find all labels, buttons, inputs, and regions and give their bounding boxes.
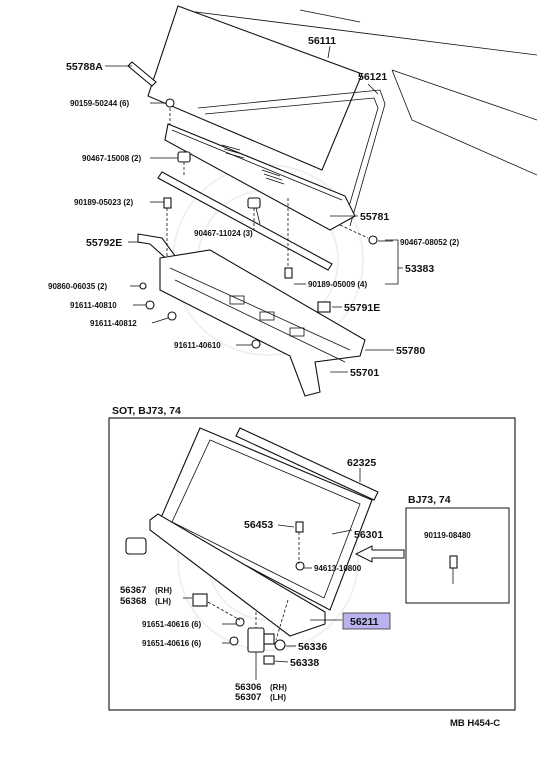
leaders-upper [105,45,394,373]
bolt-91611-40810[interactable] [145,300,155,310]
inset-frame [108,417,516,711]
callout-55792E: 55792E [86,237,122,249]
callout-56306: 56306 [235,682,261,693]
callout-90860: 90860-06035 (2) [48,282,107,291]
callout-90119: 90119-08480 [424,531,471,540]
cab-outline [179,9,537,176]
callout-90159: 90159-50244 (6) [70,99,129,108]
bush-56336[interactable] [274,639,286,651]
arrow-to-sub-inset [354,545,405,563]
callout-55791E: 55791E [344,302,380,314]
callout-56211: 56211 [350,616,379,628]
stopper[interactable] [263,633,275,645]
footer-code: MB H454-C [450,718,500,729]
screw-90189-05023[interactable] [163,197,172,209]
clip-90467-08052[interactable] [368,235,378,245]
callout-56367: 56367 [120,585,146,596]
cowl-seal-strip[interactable] [157,171,333,271]
sub-inset-title: BJ73, 74 [408,494,451,506]
callout-56301: 56301 [354,529,383,541]
callout-55701: 55701 [350,367,379,379]
bolt-56453[interactable] [295,521,304,533]
sub-inset-frame [405,507,510,604]
weatherstrip-62325[interactable] [235,427,379,501]
callout-56307-side: (LH) [270,693,286,702]
bracket-55791E[interactable] [317,301,331,313]
nut-90860[interactable] [139,282,147,290]
callout-90467-11024: 90467-11024 (3) [194,229,253,238]
callout-labels: 56111 55788A 56121 90159-50244 (6) 90467… [48,35,500,729]
inset-title: SOT, BJ73, 74 [112,405,181,417]
callout-90467-08052: 90467-08052 (2) [400,238,459,247]
screw-90189-05009[interactable] [284,267,293,279]
callout-62325: 62325 [347,457,376,469]
washer-94613[interactable] [295,561,305,571]
callout-90189-05023: 90189-05023 (2) [74,198,133,207]
frame-56211[interactable] [149,513,326,637]
callout-55788A: 55788A [66,61,103,73]
bolt-90119[interactable] [449,555,458,584]
hinge-56306[interactable] [247,627,265,653]
callout-91611-40610: 91611-40610 [174,341,221,350]
callout-56453: 56453 [244,519,273,531]
clip-90159[interactable] [165,98,175,108]
bracket-53383 [385,239,403,285]
callout-91651-b: 91651-40616 (6) [142,639,201,648]
inset-glass[interactable] [159,427,373,611]
lock-part[interactable] [125,537,147,555]
bolt-91651-b[interactable] [229,636,239,646]
bolt-91611-40610[interactable] [251,339,261,349]
callout-56368: 56368 [120,596,146,607]
callout-56368-side: (LH) [155,597,171,606]
clip-90467-11024[interactable] [247,197,261,209]
seal-strip-55788A[interactable] [127,61,157,87]
callout-55780: 55780 [396,345,425,357]
windshield-glass[interactable] [147,5,363,171]
callout-56367-side: (RH) [155,586,172,595]
cowl-panel[interactable] [159,249,366,397]
bolt-91651-a[interactable] [235,617,245,627]
callout-91611-40812: 91611-40812 [90,319,137,328]
callout-56111: 56111 [308,35,336,47]
windshield-weatherstrip[interactable] [197,89,386,227]
leaders-inset [183,468,361,680]
callout-94613: 94613-10800 [314,564,362,573]
callout-90467-15008: 90467-15008 (2) [82,154,141,163]
assembly-lines-inset [207,532,300,641]
callout-56306-side: (RH) [270,683,287,692]
assembly-lines-upper [166,108,369,268]
callout-91651-a: 91651-40616 (6) [142,620,201,629]
callout-56307: 56307 [235,692,261,703]
callout-53383: 53383 [405,263,434,275]
callout-56338: 56338 [290,657,319,669]
hinge-56367[interactable] [192,593,208,607]
cowl-top-panel[interactable] [164,123,356,231]
callout-91611-40810: 91611-40810 [70,301,117,310]
callout-56121: 56121 [358,71,387,83]
highlight-56211[interactable] [342,612,391,630]
clip-90467-15008[interactable] [177,151,191,163]
callout-55781: 55781 [360,211,389,223]
bolt-91611-40812[interactable] [167,311,177,321]
callout-90189-05009: 90189-05009 (4) [308,280,367,289]
callout-56336: 56336 [298,641,327,653]
cushion-56338[interactable] [263,655,275,665]
